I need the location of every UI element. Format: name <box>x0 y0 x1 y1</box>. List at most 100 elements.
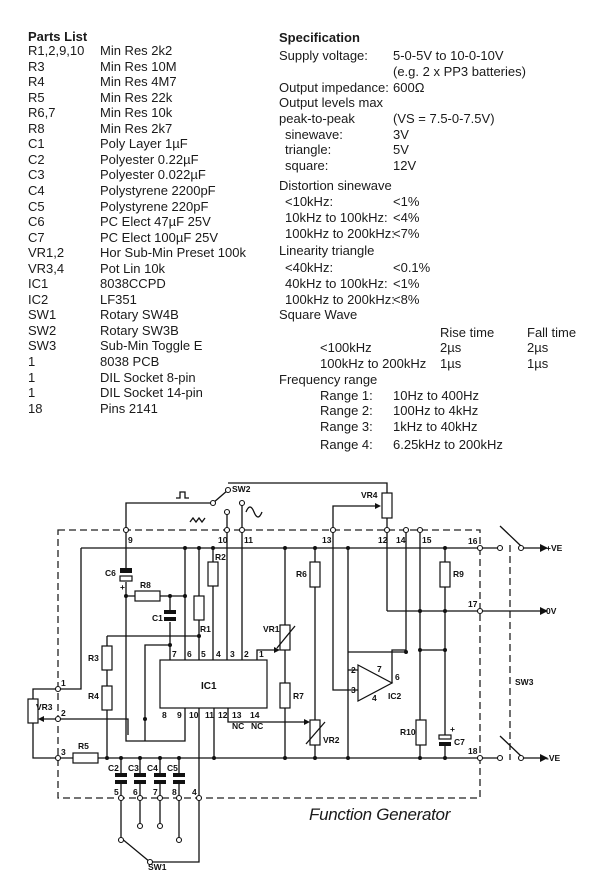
part-description: Min Res 4M7 <box>100 74 177 90</box>
svg-text:NC: NC <box>251 721 263 731</box>
svg-text:7: 7 <box>377 664 382 674</box>
ic2-label: IC2 <box>388 691 402 701</box>
spec-value: 3V <box>393 127 409 142</box>
part-ref: SW1 <box>28 307 57 323</box>
part-description: Min Res 10M <box>100 58 177 74</box>
svg-text:2: 2 <box>244 649 249 659</box>
negative-rail-label: -VE <box>546 753 561 763</box>
r5-label: R5 <box>78 741 89 751</box>
part-ref: R1,2,9,10 <box>28 43 85 58</box>
svg-text:9: 9 <box>177 710 182 720</box>
part-description: Min Res 22k <box>100 89 173 105</box>
svg-text:14: 14 <box>396 535 406 545</box>
part-ref: C1 <box>28 136 45 152</box>
svg-text:11: 11 <box>244 535 253 545</box>
square-wave-symbol <box>176 491 189 499</box>
part-ref: 1 <box>28 369 36 385</box>
pcb-boundary <box>57 529 481 799</box>
spec-label: Distortion sinewave <box>279 178 392 193</box>
spec-label: 100kHz to 200kHz: <box>285 292 395 307</box>
ic2-pin-numbers: 2 3 4 6 7 <box>351 664 400 703</box>
svg-text:6: 6 <box>187 649 192 659</box>
spec-label: Linearity triangle <box>279 243 375 258</box>
r6-label: R6 <box>296 569 307 579</box>
spec-label: Range 2: <box>320 403 373 418</box>
r3-label: R3 <box>88 653 99 663</box>
vr4-label: VR4 <box>361 490 378 500</box>
vr2 <box>309 719 321 746</box>
svg-text:6: 6 <box>133 787 138 797</box>
vr3-wiper-arrow <box>38 716 44 722</box>
vr-r-wiring <box>284 548 316 758</box>
c7-label: C7 <box>454 737 465 747</box>
svg-text:9: 9 <box>128 535 133 545</box>
spec-value: 100Hz to 4kHz <box>393 403 479 418</box>
r1 <box>193 595 205 621</box>
part-description: Hor Sub-Min Preset 100k <box>100 245 246 261</box>
sw1-label: SW1 <box>148 862 167 872</box>
ic2 <box>357 664 394 702</box>
spec-value: 10Hz to 400Hz <box>393 388 479 403</box>
spec-label: <40kHz: <box>285 260 334 275</box>
spec-value: (e.g. 2 x PP3 batteries) <box>393 64 526 79</box>
svg-text:8: 8 <box>162 710 167 720</box>
part-description: DIL Socket 14-pin <box>100 385 203 401</box>
vr4-wiper-arrow <box>375 503 381 509</box>
spec-fall-time: Fall time <box>527 325 577 340</box>
r8-label: R8 <box>140 580 151 590</box>
spec-fall-time: 2µs <box>527 340 549 355</box>
part-description: Min Res 10k <box>100 105 173 121</box>
part-ref: C2 <box>28 151 45 167</box>
vr2-wiper-arrow <box>304 719 310 725</box>
ic1-bottom-wiring <box>198 708 308 798</box>
svg-text:4: 4 <box>216 649 221 659</box>
r4-label: R4 <box>88 691 99 701</box>
spec-label: triangle: <box>285 142 332 157</box>
svg-text:7: 7 <box>172 649 177 659</box>
svg-text:2: 2 <box>351 665 356 675</box>
part-description: 8038 PCB <box>100 354 160 369</box>
spec-value: <1% <box>393 276 420 291</box>
part-description: Min Res 2k7 <box>100 120 173 136</box>
ic1 <box>159 659 268 709</box>
spec-value: <1% <box>393 194 420 209</box>
part-ref: R8 <box>28 120 45 136</box>
part-description: LF351 <box>100 291 137 307</box>
part-ref: IC2 <box>28 291 49 307</box>
ic1-label: IC1 <box>201 681 217 692</box>
r4 <box>101 685 113 711</box>
svg-text:12: 12 <box>378 535 388 545</box>
part-ref: C6 <box>28 214 45 230</box>
terminal-numbers: 1 2 3 4 5 6 7 8 9 10 11 12 13 14 15 16 1… <box>61 535 478 797</box>
svg-text:NC: NC <box>232 721 244 731</box>
r3 <box>101 645 113 671</box>
junction-dots <box>105 546 447 760</box>
part-ref: C3 <box>28 167 45 183</box>
part-ref: 18 <box>28 400 43 416</box>
r9 <box>439 561 451 588</box>
c2-label: C2 <box>108 763 119 773</box>
spec-rise-time: Rise time <box>440 325 495 340</box>
spec-label: Output impedance: <box>279 80 389 95</box>
vr3 <box>27 698 39 724</box>
parts-list-title: Parts List <box>28 29 88 44</box>
sw2-terminals-wiring <box>226 503 243 660</box>
svg-text:10: 10 <box>189 710 199 720</box>
spec-value: 5V <box>393 142 409 157</box>
part-ref: IC1 <box>28 276 49 292</box>
spec-label: peak-to-peak <box>279 111 355 126</box>
c3-label: C3 <box>128 763 139 773</box>
svg-text:1: 1 <box>61 678 66 688</box>
vr3-wiring <box>32 548 82 759</box>
vr1-label: VR1 <box>263 624 280 634</box>
part-ref: C4 <box>28 182 45 198</box>
r3-r4-wiring <box>106 635 199 758</box>
spec-value: (VS = 7.5-0-7.5V) <box>393 111 495 126</box>
part-ref: R3 <box>28 58 45 74</box>
part-description: Poly Layer 1µF <box>100 136 188 152</box>
svg-text:10: 10 <box>218 535 228 545</box>
sine-wave-symbol <box>245 506 263 518</box>
svg-text:5: 5 <box>114 787 119 797</box>
part-description: Rotary SW4B <box>100 307 179 323</box>
